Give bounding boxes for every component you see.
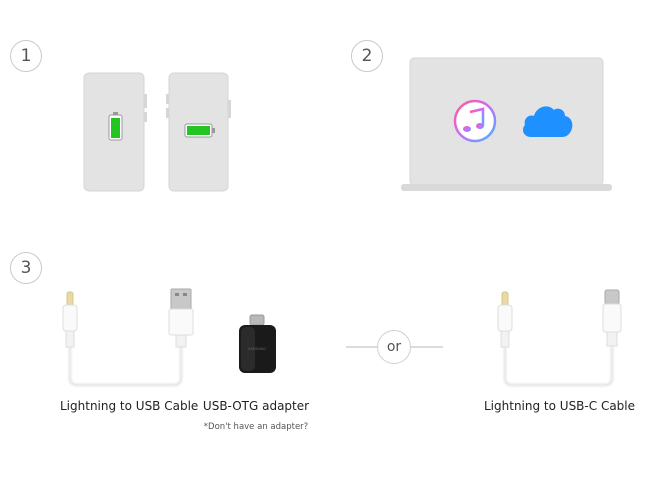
step-number-2: 2 [351,40,383,72]
phone-charging-icon [83,72,147,192]
or-divider-left [346,346,380,348]
icloud-icon [523,106,573,137]
lightning-to-usbc-cable-label: Lightning to USB-C Cable [484,399,636,413]
lightning-to-usb-cable-icon [62,288,194,388]
itunes-icon [453,99,497,143]
lightning-to-usb-cable-label: Lightning to USB Cable [60,399,199,413]
usb-otg-adapter-icon: SAMSUNG [239,314,276,373]
svg-text:SAMSUNG: SAMSUNG [248,347,266,351]
or-separator: or [377,330,411,364]
lightning-to-usbc-cable-icon [497,289,622,388]
laptop-icon [401,57,612,191]
or-divider-right [409,346,443,348]
no-adapter-link[interactable]: *Don't have an adapter? [203,422,309,432]
step-number-1: 1 [10,40,42,72]
step-number-3: 3 [10,252,42,284]
phone-battery-full-icon [166,72,231,192]
usb-otg-adapter-label: USB-OTG adapter [202,399,310,413]
